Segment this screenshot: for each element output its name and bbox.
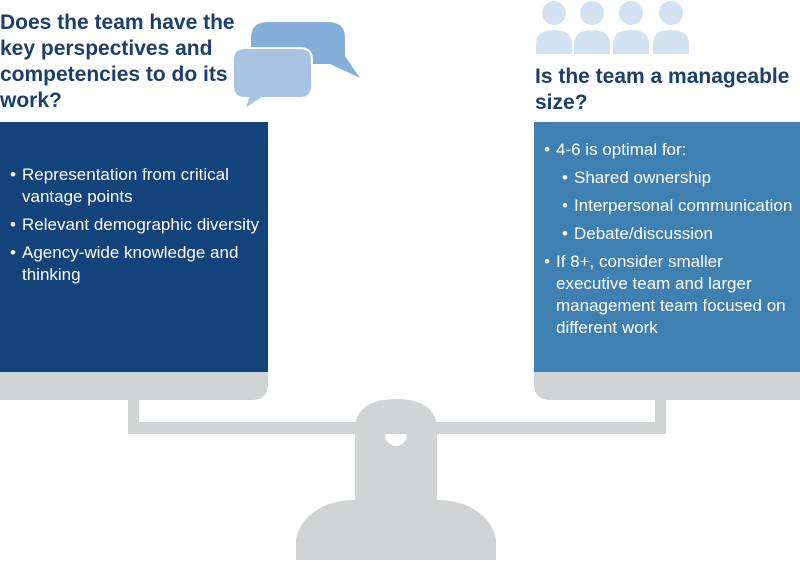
perspectives-list: Representation from critical vantage poi…	[10, 164, 260, 286]
balance-scale-icon	[0, 372, 800, 560]
sub-list-item: Debate/discussion	[544, 223, 796, 245]
list-item: Agency-wide knowledge and thinking	[10, 242, 260, 286]
people-group-icon	[536, 1, 689, 54]
list-item: 4-6 is optimal for:	[544, 139, 796, 161]
list-item: Representation from critical vantage poi…	[10, 164, 260, 208]
right-panel: 4-6 is optimal for: Shared ownership Int…	[534, 122, 800, 372]
list-item: If 8+, consider smaller executive team a…	[544, 251, 796, 339]
team-size-list: 4-6 is optimal for: Shared ownership Int…	[544, 139, 796, 339]
list-item: Relevant demographic diversity	[10, 214, 260, 236]
right-heading: Is the team a manageable size?	[535, 65, 790, 114]
left-panel: Representation from critical vantage poi…	[0, 122, 268, 372]
speech-bubbles-icon	[232, 22, 360, 113]
left-heading: Does the team have the key perspectives …	[0, 11, 235, 112]
sub-list-item: Interpersonal communication	[544, 195, 796, 217]
sub-list-item: Shared ownership	[544, 167, 796, 189]
